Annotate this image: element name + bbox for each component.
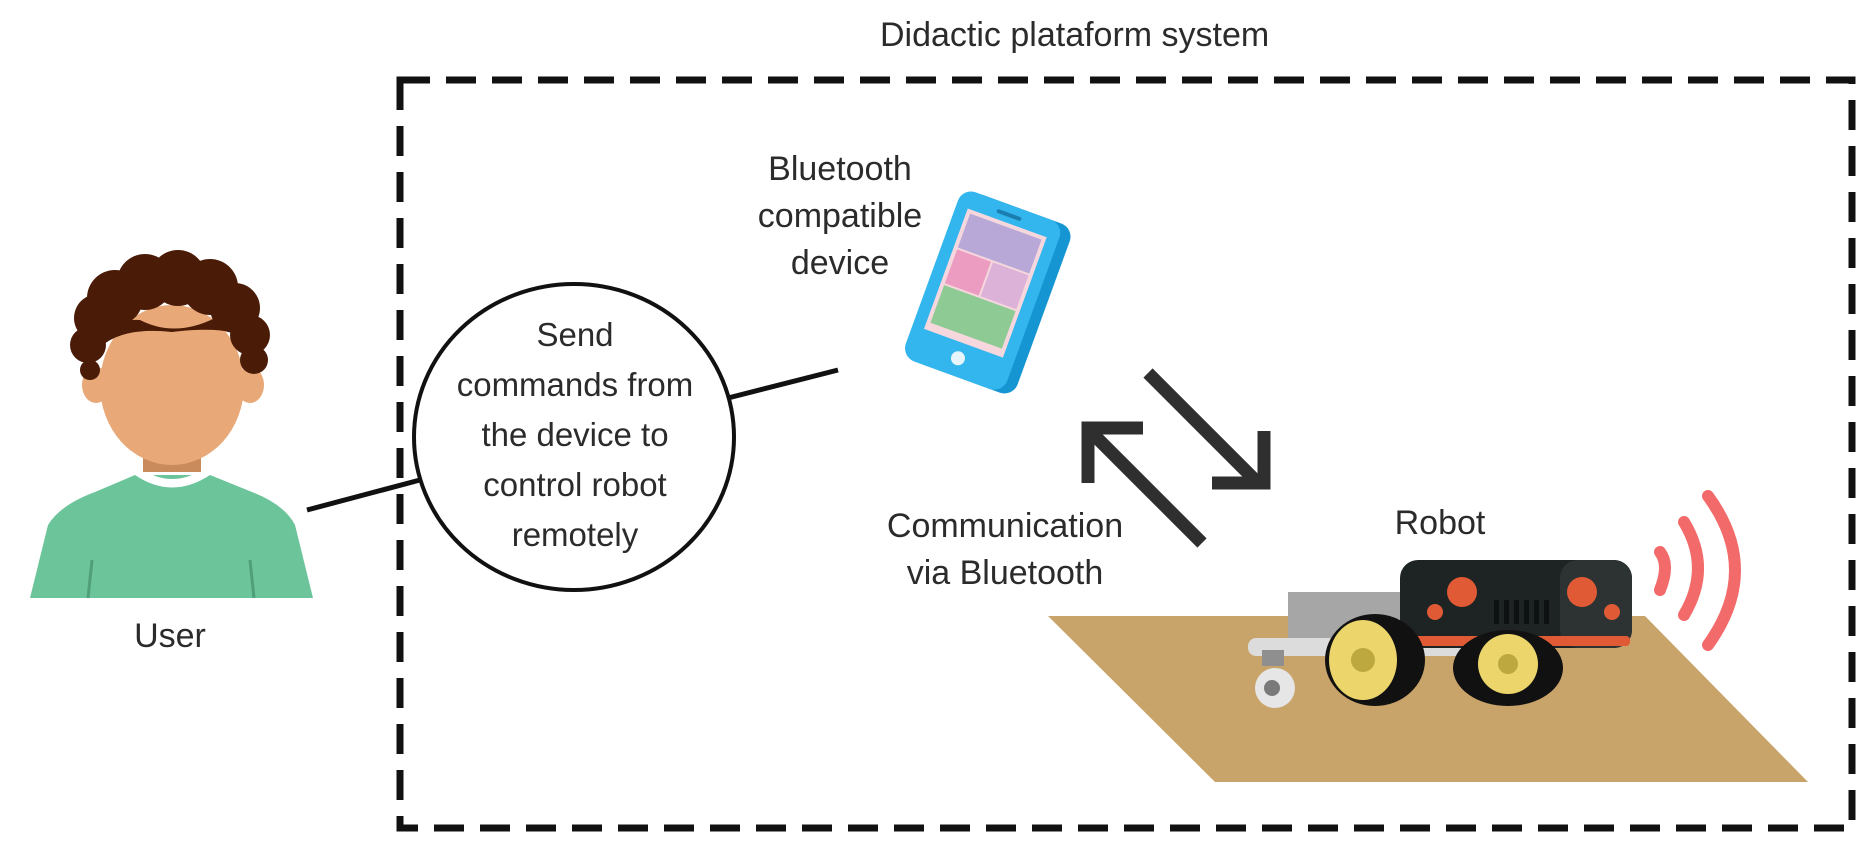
- use-case-line: the device to: [481, 416, 669, 453]
- user-icon: [30, 250, 313, 599]
- smartphone-icon: [905, 191, 1071, 394]
- bidirectional-arrows-icon: [1081, 368, 1271, 548]
- use-case-ellipse: [412, 282, 736, 592]
- communication-label-line: Communication: [886, 507, 1124, 545]
- floor-surface: [1048, 616, 1808, 782]
- use-case-line: remotely: [511, 516, 639, 553]
- system-boundary: [396, 76, 1856, 832]
- use-case-line: control robot: [483, 466, 667, 503]
- actor-association-line: [306, 477, 421, 513]
- user-label: User: [134, 617, 206, 655]
- wireless-signal-icon: [1654, 490, 1741, 651]
- front-wheel: [1453, 630, 1563, 706]
- use-case-line: Send: [536, 316, 614, 353]
- device-label-line: Bluetooth: [768, 150, 912, 188]
- use-case-label: Send commands from the device to control…: [430, 310, 720, 560]
- device-label: Bluetooth compatible device: [700, 146, 980, 287]
- device-label-line: compatible: [757, 197, 923, 235]
- device-association-line: [727, 367, 839, 401]
- robot-label: Robot: [1394, 504, 1486, 542]
- device-label-line: device: [790, 244, 890, 282]
- robot-car-icon: [1248, 560, 1632, 708]
- use-case-line: commands from: [456, 366, 694, 403]
- system-title: Didactic plataform system: [880, 16, 1270, 54]
- rear-wheel: [1325, 614, 1425, 706]
- communication-label: Communication via Bluetooth: [860, 503, 1150, 597]
- communication-label-line: via Bluetooth: [906, 554, 1104, 592]
